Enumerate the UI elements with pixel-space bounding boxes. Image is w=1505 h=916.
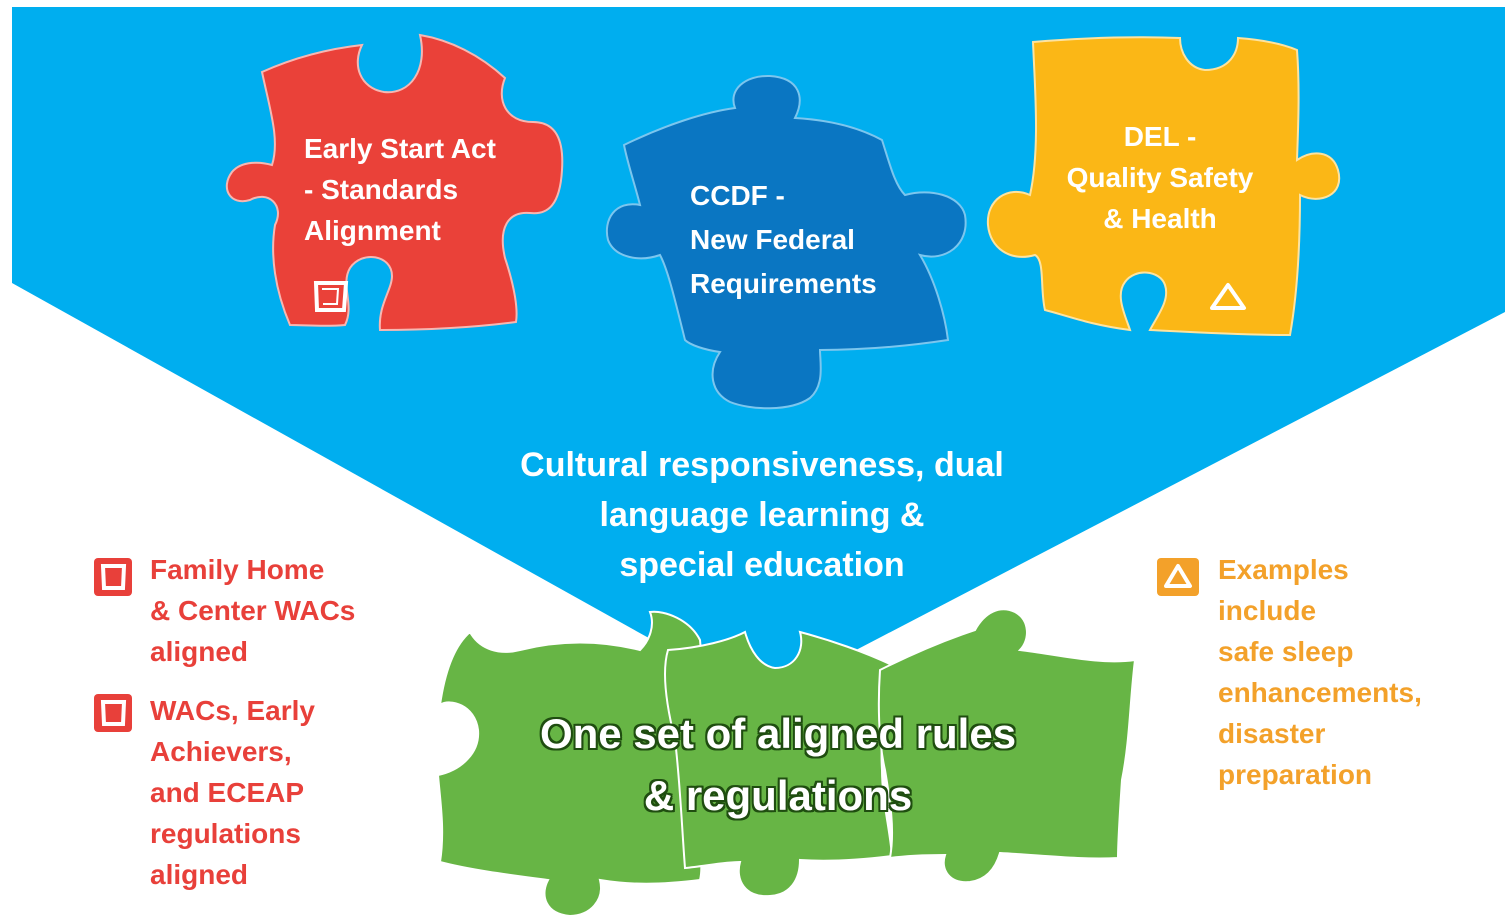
- red-piece-line: - Standards: [304, 174, 459, 205]
- center-text-line: special education: [619, 546, 905, 584]
- right-note-line: disaster: [1218, 718, 1326, 749]
- left-note-2-line: regulations: [150, 818, 301, 849]
- yellow-piece-triangle-icon: [1210, 283, 1246, 310]
- green-title-line: One set of aligned rules: [539, 710, 1017, 757]
- green-title-line: & regulations: [643, 772, 913, 819]
- blue-piece-label: CCDF - New Federal Requirements: [690, 174, 877, 306]
- right-note-line: include: [1218, 595, 1317, 626]
- blue-piece-line: Requirements: [690, 268, 877, 299]
- red-piece-label: Early Start Act - Standards Alignment: [304, 128, 496, 251]
- left-note-1: Family Home & Center WACs aligned: [150, 549, 355, 672]
- left-note-square-icon-1: [94, 558, 132, 596]
- right-note-line: safe sleep: [1218, 636, 1354, 667]
- left-note-2-line: and ECEAP: [150, 777, 305, 808]
- center-text-line: language learning &: [599, 496, 925, 534]
- green-title: One set of aligned rules & regulations: [478, 703, 1078, 827]
- left-note-2-line: WACs, Early: [150, 695, 315, 726]
- yellow-piece-line: DEL -: [1123, 121, 1197, 152]
- center-text: Cultural responsiveness, dual language l…: [462, 440, 1062, 590]
- blue-puzzle-piece: [605, 74, 967, 410]
- yellow-piece-line: & Health: [1103, 203, 1217, 234]
- red-piece-square-icon: [313, 281, 349, 312]
- right-note-triangle-icon: [1157, 558, 1199, 596]
- left-note-square-icon-2: [94, 694, 132, 732]
- right-note: Examples include safe sleep enhancements…: [1218, 549, 1422, 795]
- center-text-line: Cultural responsiveness, dual: [520, 446, 1004, 484]
- left-note-1-line: & Center WACs: [150, 595, 356, 626]
- red-puzzle-piece: [225, 33, 564, 332]
- yellow-puzzle-piece: [986, 36, 1341, 337]
- right-note-line: preparation: [1218, 759, 1373, 790]
- green-puzzle-piece-left: [436, 610, 703, 916]
- yellow-piece-line: Quality Safety: [1066, 162, 1254, 193]
- right-note-line: Examples: [1218, 554, 1349, 585]
- left-note-2-line: aligned: [150, 859, 249, 890]
- left-note-2-line: Achievers,: [150, 736, 292, 767]
- blue-piece-line: New Federal: [690, 224, 855, 255]
- green-puzzle-piece-right: [877, 608, 1137, 884]
- left-note-2: WACs, Early Achievers, and ECEAP regulat…: [150, 690, 315, 895]
- left-note-1-line: Family Home: [150, 554, 325, 585]
- yellow-piece-label: DEL - Quality Safety & Health: [1040, 116, 1280, 239]
- left-note-1-line: aligned: [150, 636, 249, 667]
- red-piece-line: Alignment: [304, 215, 441, 246]
- blue-piece-line: CCDF -: [690, 180, 785, 211]
- right-note-line: enhancements,: [1218, 677, 1422, 708]
- red-piece-line: Early Start Act: [304, 133, 496, 164]
